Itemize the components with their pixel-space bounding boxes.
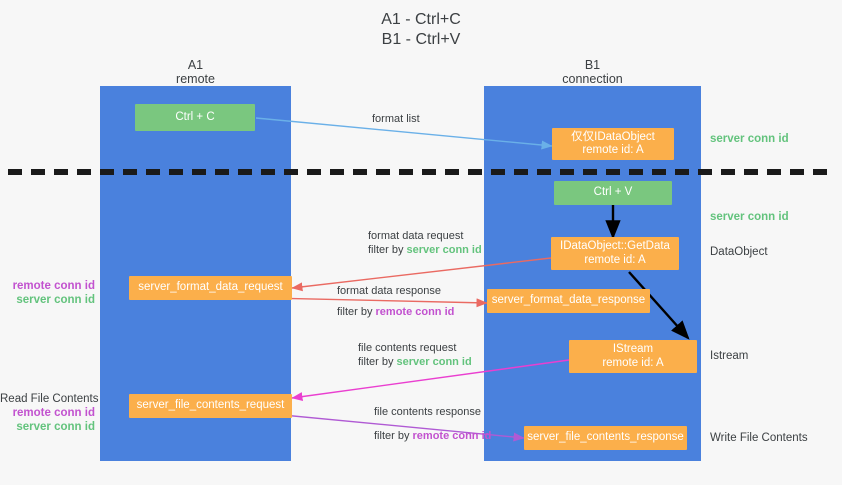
node-server-format-data-response[interactable]: server_format_data_response	[487, 289, 650, 313]
edge-label-format-data-request-line2: filter by server conn id	[368, 243, 482, 257]
node-server-file-contents-request-label: server_file_contents_request	[136, 399, 285, 412]
label-dataobject: DataObject	[710, 246, 768, 258]
node-ctrl-c-label: Ctrl + C	[175, 110, 215, 123]
edge-label-format-data-request-line1: format data request	[368, 230, 464, 242]
edge-label-file-contents-request: file contents request filter by server c…	[358, 341, 472, 369]
edge-label-format-data-response-highlight: remote conn id	[375, 306, 455, 318]
node-ctrl-c[interactable]: Ctrl + C	[135, 104, 255, 131]
left-format-server-conn-id: server conn id	[16, 294, 95, 306]
node-server-file-contents-response[interactable]: server_file_contents_response	[524, 426, 687, 450]
label-istream: Istream	[710, 350, 749, 362]
node-idataobject-line2: remote id: A	[582, 144, 644, 156]
node-ctrl-v-label: Ctrl + V	[593, 186, 633, 199]
node-server-format-data-request-label: server_format_data_request	[138, 281, 283, 294]
lane-title-a1: A1 remote	[176, 58, 215, 86]
edge-label-file-contents-response-line2: filter by remote conn id	[374, 429, 491, 443]
lane-title-b1: B1 connection	[562, 58, 623, 86]
edge-label-file-contents-request-line2: filter by server conn id	[358, 355, 472, 369]
node-idataobject[interactable]: 仅仅IDataObject remote id: A	[552, 128, 674, 160]
node-server-format-data-request[interactable]: server_format_data_request	[129, 276, 292, 300]
node-idataobject-getdata-line2: remote id: A	[584, 253, 646, 266]
edge-label-file-contents-response-line1: file contents response	[374, 406, 482, 418]
edge-label-format-data-response-line2: filter by remote conn id	[337, 305, 454, 319]
left-read-file-contents-heading: Read File Contents	[0, 393, 99, 405]
label-server-conn-id-second: server conn id	[710, 211, 789, 223]
edge-label-format-data-request: format data request filter by server con…	[368, 229, 482, 257]
edge-label-file-contents-request-prefix: filter by	[358, 356, 397, 368]
left-file-server-conn-id: server conn id	[16, 421, 95, 433]
node-server-file-contents-response-label: server_file_contents_response	[527, 431, 684, 444]
node-idataobject-line1: 仅仅IDataObject	[571, 130, 655, 143]
label-write-file-contents: Write File Contents	[710, 432, 808, 444]
node-server-file-contents-request[interactable]: server_file_contents_request	[129, 394, 292, 418]
node-idataobject-getdata-line1: IDataObject::GetData	[560, 240, 670, 252]
edge-label-format-data-response-prefix: filter by	[337, 306, 376, 318]
edge-label-file-contents-response-prefix: filter by	[374, 430, 413, 442]
node-istream-line2: remote id: A	[602, 356, 664, 369]
edge-label-format-list-line1: format list	[372, 113, 420, 125]
edge-label-format-data-response-line1: format data response	[337, 285, 441, 297]
node-istream[interactable]: IStream remote id: A	[569, 340, 697, 373]
edge-label-file-contents-request-highlight: server conn id	[396, 356, 472, 368]
edge-label-file-contents-response-highlight: remote conn id	[412, 430, 492, 442]
page-title: A1 - Ctrl+C B1 - Ctrl+V	[381, 11, 461, 48]
left-format-remote-conn-id: remote conn id	[12, 280, 95, 292]
left-format-conn-stack: remote conn id server conn id	[0, 279, 95, 307]
left-file-conn-stack: Read File Contents remote conn id server…	[0, 392, 99, 434]
label-server-conn-id-top: server conn id	[710, 133, 789, 145]
edge-label-format-data-request-prefix: filter by	[368, 244, 407, 256]
edge-label-format-data-request-highlight: server conn id	[406, 244, 482, 256]
node-idataobject-getdata[interactable]: IDataObject::GetData remote id: A	[551, 237, 679, 270]
node-ctrl-v[interactable]: Ctrl + V	[554, 181, 672, 205]
node-server-format-data-response-label: server_format_data_response	[491, 294, 646, 307]
edge-label-file-contents-request-line1: file contents request	[358, 342, 457, 354]
node-istream-line1: IStream	[612, 343, 654, 355]
left-file-remote-conn-id: remote conn id	[12, 407, 95, 419]
edge-label-format-data-response: format data response filter by remote co…	[337, 284, 454, 319]
edge-label-format-list: format list	[372, 112, 420, 126]
edge-label-file-contents-response: file contents response filter by remote …	[374, 405, 491, 443]
